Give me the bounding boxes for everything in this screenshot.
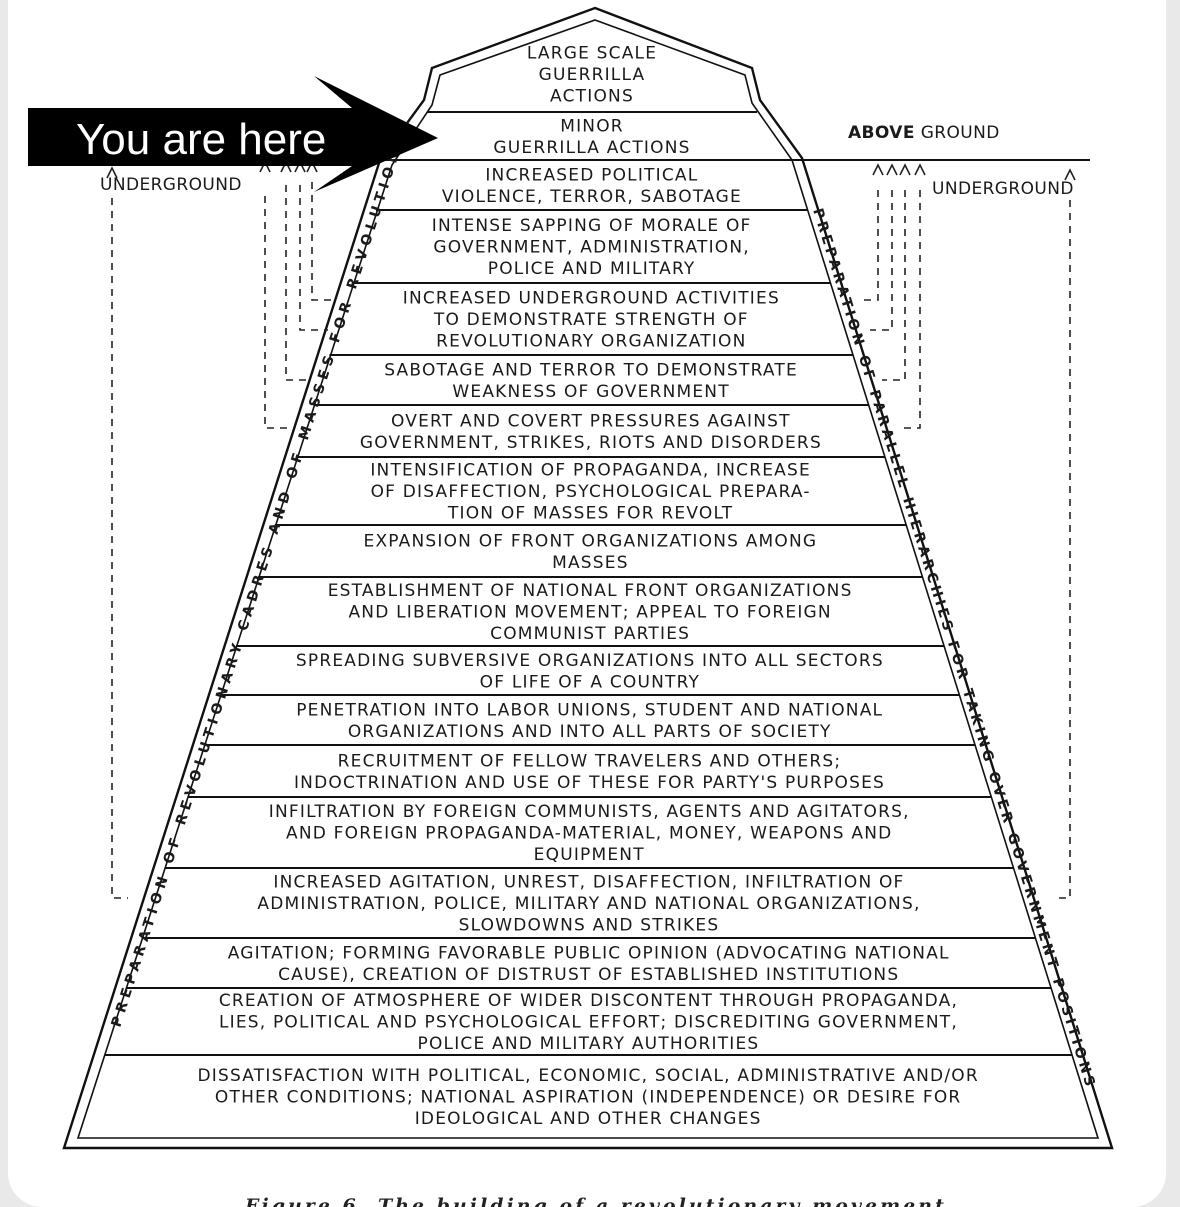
level-3-line-2: VIOLENCE, TERROR, SABOTAGE — [442, 187, 742, 207]
level-1-line-2: GUERRILLA — [539, 65, 646, 85]
level-13-line-2: INDOCTRINATION AND USE OF THESE FOR PART… — [294, 773, 885, 793]
level-2-line-1: MINOR — [560, 116, 624, 136]
level-11-line-2: OF LIFE OF A COUNTRY — [480, 672, 700, 692]
figure-card — [8, 0, 1166, 1207]
underground-right-label: UNDERGROUND — [932, 179, 1074, 199]
level-10-line-2: AND LIBERATION MOVEMENT; APPEAL TO FOREI… — [348, 603, 831, 623]
level-12-line-2: ORGANIZATIONS AND INTO ALL PARTS OF SOCI… — [348, 722, 832, 742]
level-1-line-1: LARGE SCALE — [527, 44, 657, 64]
level-16-line-1: AGITATION; FORMING FAVORABLE PUBLIC OPIN… — [228, 943, 950, 963]
level-6-line-1: SABOTAGE AND TERROR TO DEMONSTRATE — [384, 360, 798, 380]
underground-right-arrows — [872, 163, 1076, 181]
level-8-line-3: TION OF MASSES FOR REVOLT — [447, 504, 733, 524]
level-9-line-1: EXPANSION OF FRONT ORGANIZATIONS AMONG — [364, 531, 818, 551]
level-3-line-1: INCREASED POLITICAL — [485, 165, 698, 185]
above-ground-label: ABOVE GROUND — [848, 123, 1000, 143]
underground-left-label: UNDERGROUND — [100, 175, 242, 195]
level-4-line-1: INTENSE SAPPING OF MORALE OF — [432, 216, 752, 236]
level-5-line-2: TO DEMONSTRATE STRENGTH OF — [433, 310, 749, 330]
level-15-line-3: SLOWDOWNS AND STRIKES — [459, 916, 720, 936]
underground-right-brackets — [860, 190, 1071, 899]
level-11-line-1: SPREADING SUBVERSIVE ORGANIZATIONS INTO … — [296, 651, 884, 671]
level-4-line-2: GOVERNMENT, ADMINISTRATION, — [433, 238, 750, 258]
level-14-line-2: AND FOREIGN PROPAGANDA-MATERIAL, MONEY, … — [286, 824, 892, 844]
underground-left-brackets — [111, 182, 335, 899]
level-6-line-2: WEAKNESS OF GOVERNMENT — [452, 382, 729, 402]
level-15-line-2: ADMINISTRATION, POLICE, MILITARY AND NAT… — [257, 894, 920, 914]
callout-arrow-shape — [28, 76, 438, 192]
level-18-line-2: OTHER CONDITIONS; NATIONAL ASPIRATION (I… — [215, 1088, 962, 1108]
level-7-line-2: GOVERNMENT, STRIKES, RIOTS AND DISORDERS — [360, 433, 822, 453]
level-5-line-3: REVOLUTIONARY ORGANIZATION — [436, 332, 746, 352]
level-17-line-1: CREATION OF ATMOSPHERE OF WIDER DISCONTE… — [219, 991, 958, 1011]
level-18-line-1: DISSATISFACTION WITH POLITICAL, ECONOMIC… — [197, 1066, 978, 1086]
level-9-line-2: MASSES — [552, 553, 629, 573]
level-10-line-3: COMMUNIST PARTIES — [490, 624, 690, 644]
level-7-line-1: OVERT AND COVERT PRESSURES AGAINST — [391, 411, 791, 431]
callout-text: You are here — [76, 115, 326, 164]
level-16-line-2: CAUSE), CREATION OF DISTRUST OF ESTABLIS… — [278, 965, 899, 985]
level-17-line-3: POLICE AND MILITARY AUTHORITIES — [418, 1034, 760, 1054]
level-8-line-2: OF DISAFFECTION, PSYCHOLOGICAL PREPARA- — [371, 482, 811, 502]
level-18-line-3: IDEOLOGICAL AND OTHER CHANGES — [415, 1109, 762, 1129]
level-2-line-2: GUERRILLA ACTIONS — [493, 138, 690, 158]
level-5-line-1: INCREASED UNDERGROUND ACTIVITIES — [403, 289, 780, 309]
level-10-line-1: ESTABLISHMENT OF NATIONAL FRONT ORGANIZA… — [328, 581, 853, 601]
pyramid-frame — [62, 6, 1114, 1150]
level-12-line-1: PENETRATION INTO LABOR UNIONS, STUDENT A… — [296, 700, 883, 720]
figure-caption: Figure 6. The building of a revolutionar… — [244, 1195, 947, 1207]
level-4-line-3: POLICE AND MILITARY — [488, 259, 696, 279]
level-13-line-1: RECRUITMENT OF FELLOW TRAVELERS AND OTHE… — [338, 751, 842, 771]
level-14-line-3: EQUIPMENT — [534, 845, 645, 865]
level-1-line-3: ACTIONS — [550, 87, 634, 107]
level-17-line-2: LIES, POLITICAL AND PSYCHOLOGICAL EFFORT… — [219, 1013, 958, 1033]
level-8-line-1: INTENSIFICATION OF PROPAGANDA, INCREASE — [370, 461, 811, 481]
level-14-line-1: INFILTRATION BY FOREIGN COMMUNISTS, AGEN… — [269, 802, 910, 822]
you-are-here-callout: You are here — [28, 76, 438, 192]
level-15-line-1: INCREASED AGITATION, UNREST, DISAFFECTIO… — [273, 873, 904, 893]
